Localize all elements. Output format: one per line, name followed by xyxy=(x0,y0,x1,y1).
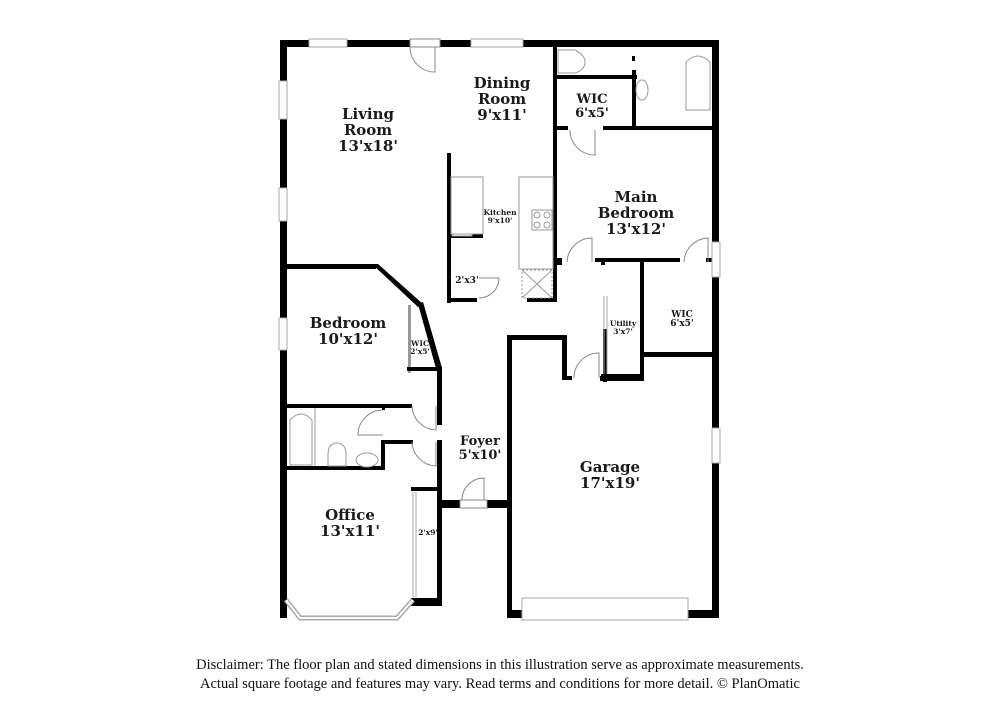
main-wic-label: WIC 6'x5' xyxy=(575,92,609,121)
office-closet-label: 2'x9' xyxy=(418,528,438,537)
floor-plan xyxy=(278,38,721,621)
disclaimer-line-2: Actual square footage and features may v… xyxy=(200,676,800,692)
office-label: Office 13'x11' xyxy=(320,506,380,540)
kitchen-label: Kitchen 9'x10' xyxy=(483,208,517,225)
garage-label: Garage 17'x19' xyxy=(579,458,641,492)
bedroom-label: Bedroom 10'x12' xyxy=(309,314,387,348)
disclaimer-line-1: Disclaimer: The floor plan and stated di… xyxy=(196,657,804,673)
foyer-label: Foyer 5'x10' xyxy=(458,434,502,463)
main-bedroom-label: Main Bedroom 13'x12' xyxy=(597,188,675,238)
living-room-label: Living Room 13'x18' xyxy=(338,105,398,155)
pantry-label: 2'x3' xyxy=(455,276,479,286)
fixtures xyxy=(289,49,711,468)
dining-room-label: Dining Room 9'x11' xyxy=(473,74,531,124)
doors xyxy=(357,38,709,509)
bedroom-wic-label: WIC 2'x5' xyxy=(410,339,430,356)
windows xyxy=(278,38,721,621)
utility-label: Utility 3'x7' xyxy=(609,319,637,336)
wic-2-label: WIC 6'x5' xyxy=(670,310,694,330)
